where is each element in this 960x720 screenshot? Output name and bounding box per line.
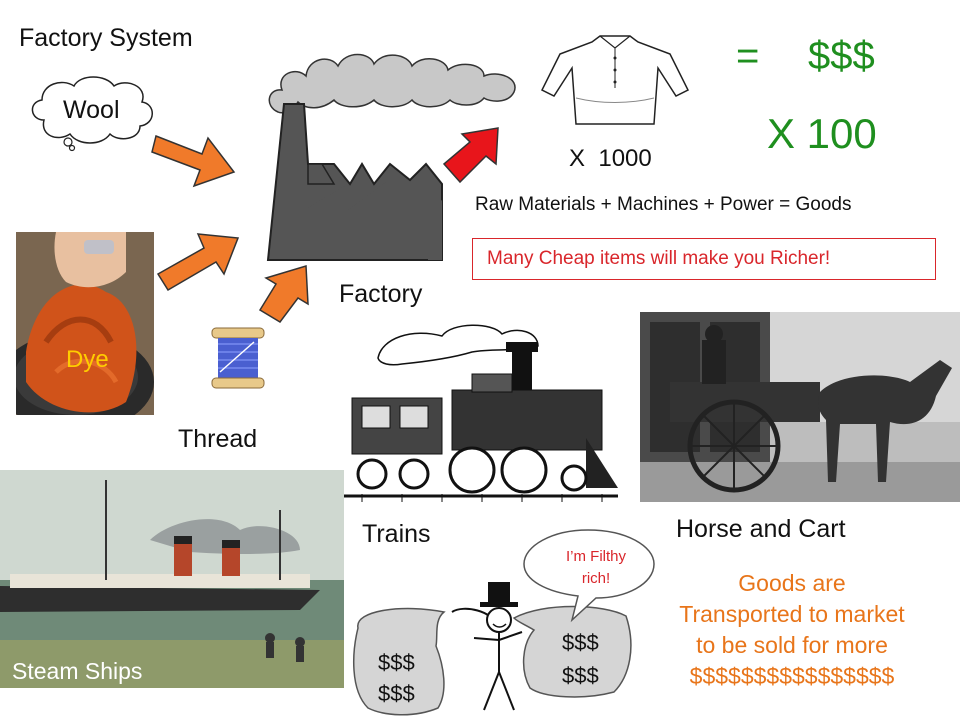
- thread-spool-icon: [206, 322, 270, 390]
- summary-line-1: Goods are: [738, 570, 846, 596]
- bag-left-line-1: $$$: [378, 650, 415, 675]
- thread-label: Thread: [178, 425, 258, 453]
- page-title: Factory System: [19, 24, 193, 52]
- factory-label: Factory: [339, 280, 423, 308]
- bag-right-line-1: $$$: [562, 630, 599, 655]
- equation-text: Raw Materials + Machines + Power = Goods: [475, 194, 852, 215]
- arrow-thread-to-factory: [258, 262, 318, 324]
- shirt-multiplier: X 1000: [569, 145, 652, 172]
- trains-label: Trains: [362, 520, 431, 548]
- summary-line-2: Transported to market: [679, 601, 905, 627]
- dye-photo: [16, 232, 154, 415]
- summary-line-4: $$$$$$$$$$$$$$$$: [689, 663, 895, 689]
- steam-ship-photo: [0, 470, 344, 688]
- money-total: $$$: [808, 34, 875, 78]
- arrow-factory-to-goods: [440, 124, 502, 188]
- summary-text: Goods are Transported to market to be so…: [652, 568, 932, 692]
- bag-right-line-2: $$$: [562, 663, 599, 688]
- equals-sign: =: [736, 34, 760, 78]
- wool-label: Wool: [63, 96, 120, 124]
- money-multiplier: X 100: [767, 110, 877, 157]
- speech-bubble: [516, 526, 660, 624]
- steam-ships-label: Steam Ships: [12, 658, 143, 684]
- arrow-wool-to-factory: [150, 112, 240, 190]
- factory-icon: [246, 14, 522, 266]
- horse-cart-label: Horse and Cart: [676, 515, 846, 543]
- callout-box: Many Cheap items will make you Richer!: [472, 238, 936, 280]
- callout-text: Many Cheap items will make you Richer!: [487, 248, 831, 269]
- speech-text: I’m Filthy rich!: [566, 548, 626, 587]
- arrow-dye-to-factory: [154, 226, 244, 298]
- train-illustration: [342, 318, 618, 504]
- summary-line-3: to be sold for more: [696, 632, 888, 658]
- bag-left-line-2: $$$: [378, 681, 415, 706]
- rich-man-figure: [344, 576, 644, 720]
- shirt-icon: [540, 28, 690, 128]
- dye-label: Dye: [66, 346, 109, 373]
- wool-cloud: [22, 72, 162, 160]
- horse-cart-photo: [640, 312, 960, 502]
